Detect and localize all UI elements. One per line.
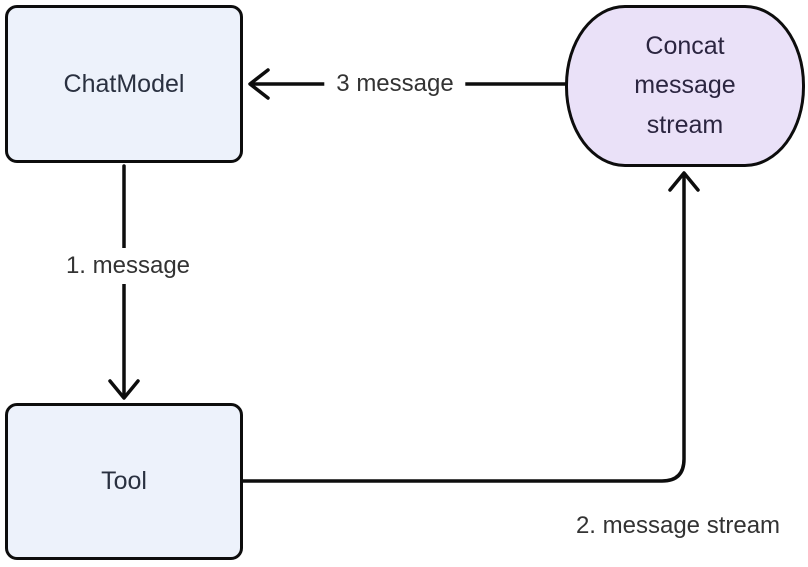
edge-label-1-message: 1. message	[53, 248, 203, 284]
edge-tool-to-concat	[241, 171, 700, 483]
node-concat-message-stream: Concat message stream	[565, 5, 805, 167]
node-chatmodel-label: ChatModel	[63, 69, 185, 98]
node-concat-message-stream-label: Concat message stream	[634, 31, 736, 139]
arrowhead-left-icon	[248, 68, 270, 100]
edge-label-2-message-stream: 2. message stream	[563, 508, 793, 544]
edge-label-3-message: 3 message	[324, 66, 466, 102]
node-chatmodel: ChatModel	[5, 5, 243, 163]
node-tool-label: Tool	[101, 467, 147, 495]
arrowhead-up-icon	[668, 171, 700, 192]
arrowhead-down-icon	[108, 379, 140, 400]
edge-line	[241, 174, 686, 483]
node-tool: Tool	[5, 403, 243, 560]
